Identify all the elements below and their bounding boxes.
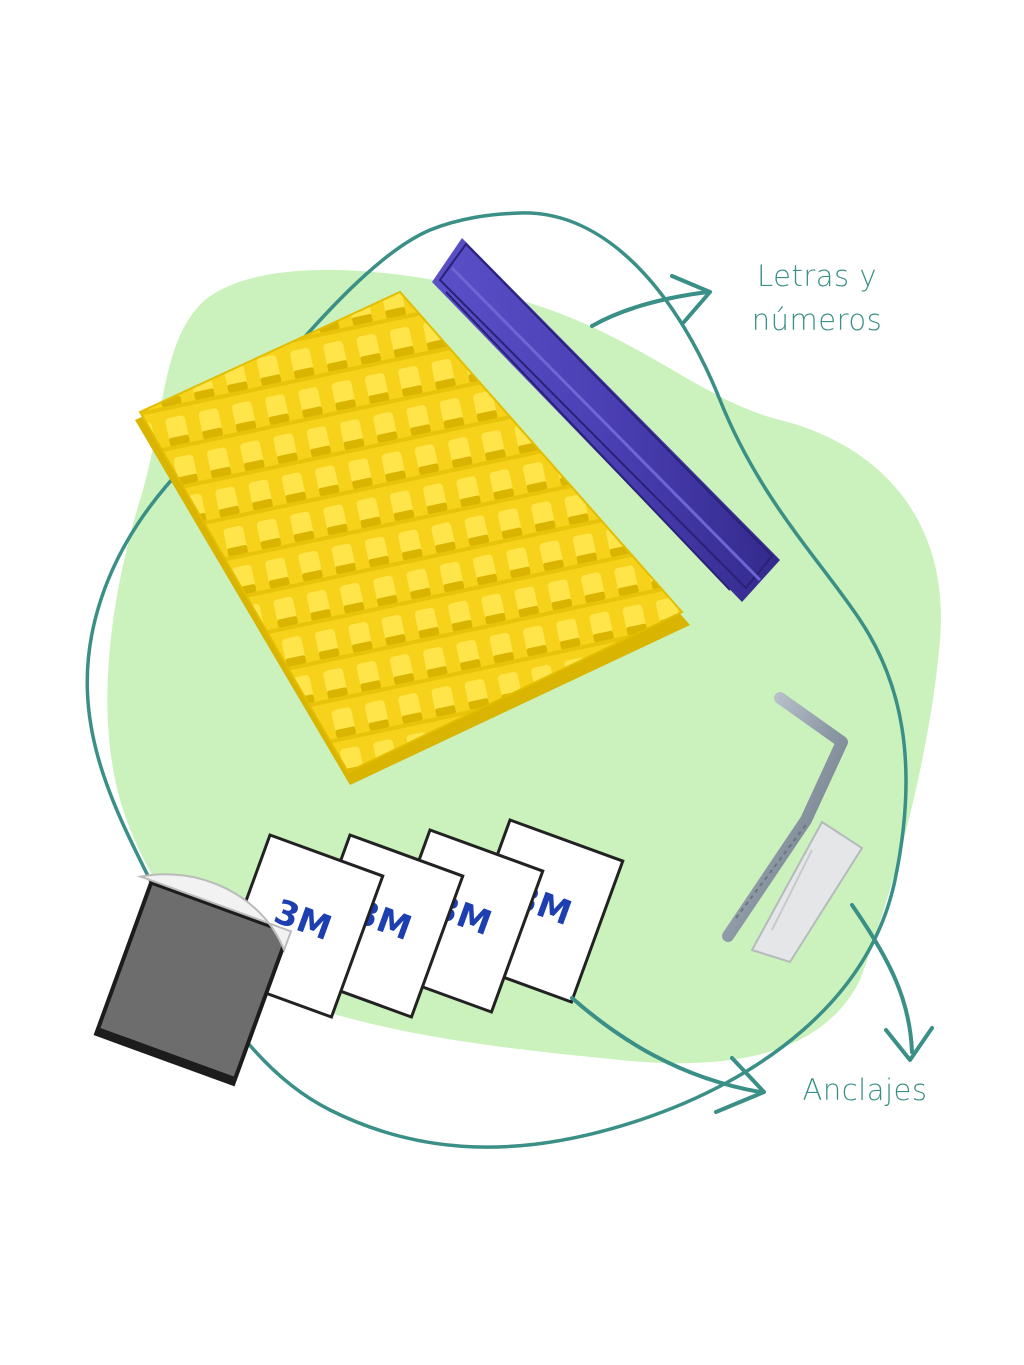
arrow-icon xyxy=(590,274,712,328)
arrow-icon xyxy=(570,903,934,1114)
adhesive-pads-image: 3M 3M 3M 3M xyxy=(93,818,625,1087)
label-letras-line2: números xyxy=(751,303,883,337)
letters-tray-image xyxy=(135,290,690,785)
label-anclajes: Anclajes xyxy=(780,1068,950,1112)
label-letras-line1: Letras y xyxy=(756,259,878,293)
label-letras-y-numeros: Letras y números xyxy=(712,254,922,342)
hook-screw-image xyxy=(722,692,848,942)
rail-image xyxy=(432,238,780,602)
label-anclajes-text: Anclajes xyxy=(802,1073,928,1107)
wall-plug-image xyxy=(750,820,864,964)
